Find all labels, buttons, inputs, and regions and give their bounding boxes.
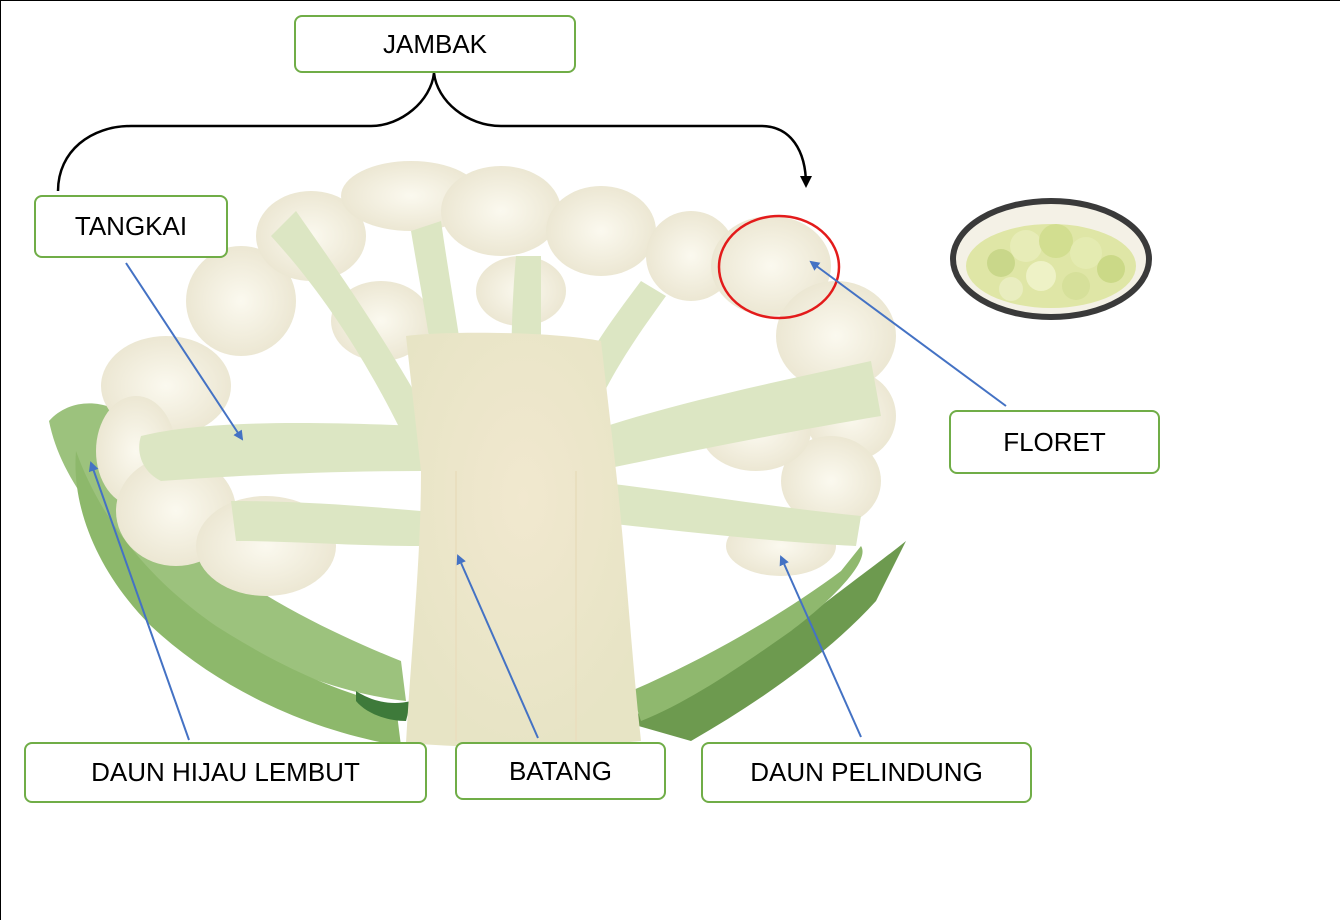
label-tangkai: TANGKAI [34, 195, 228, 258]
label-batang: BATANG [455, 742, 666, 800]
central-stem-shape [406, 333, 641, 748]
floret-inset-image [951, 199, 1151, 319]
label-daun-hijau-lembut: DAUN HIJAU LEMBUT [24, 742, 427, 803]
label-daun-pelindung: DAUN PELINDUNG [701, 742, 1032, 803]
label-floret: FLORET [949, 410, 1160, 474]
label-jambak: JAMBAK [294, 15, 576, 73]
